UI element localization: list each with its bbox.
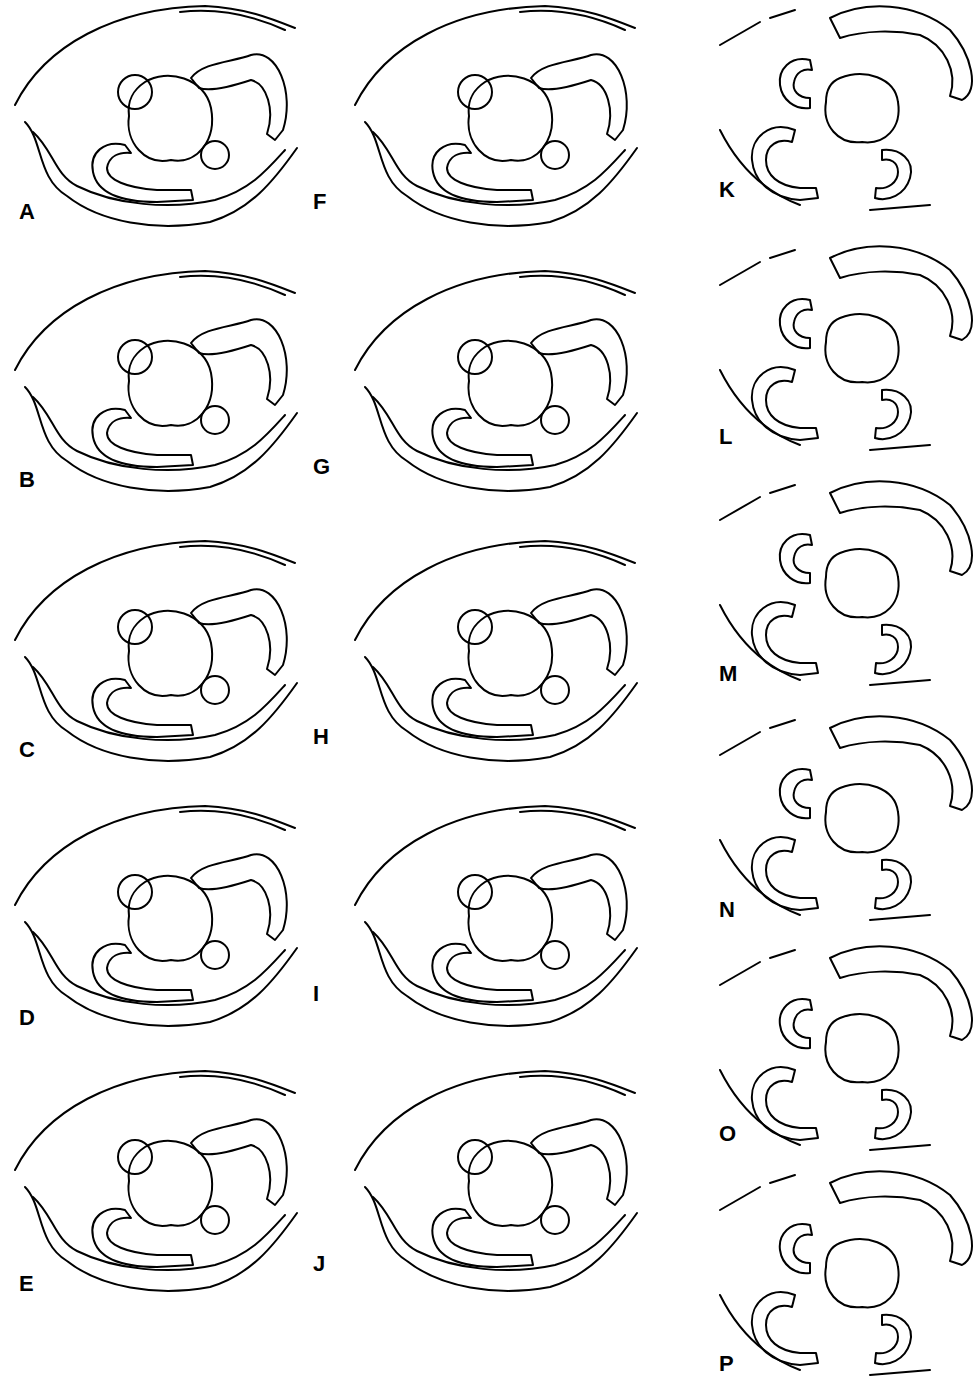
panel-letter: N	[718, 898, 736, 922]
panel-letter: G	[312, 455, 331, 479]
panel-letter: K	[718, 178, 736, 202]
panel-letter: F	[312, 190, 327, 214]
panel-letter: J	[312, 1252, 326, 1276]
panel-letter: P	[718, 1352, 735, 1376]
panel-letter: B	[18, 468, 36, 492]
panel-letter: D	[18, 1006, 36, 1030]
panel-letter: O	[718, 1122, 737, 1146]
panel-letter: E	[18, 1272, 35, 1296]
panel-letter: C	[18, 738, 36, 762]
panel-letter: L	[718, 425, 733, 449]
panel-letter: H	[312, 725, 330, 749]
panel-letter: A	[18, 200, 36, 224]
panel-letter: M	[718, 662, 738, 686]
panel-letter: I	[312, 982, 320, 1006]
